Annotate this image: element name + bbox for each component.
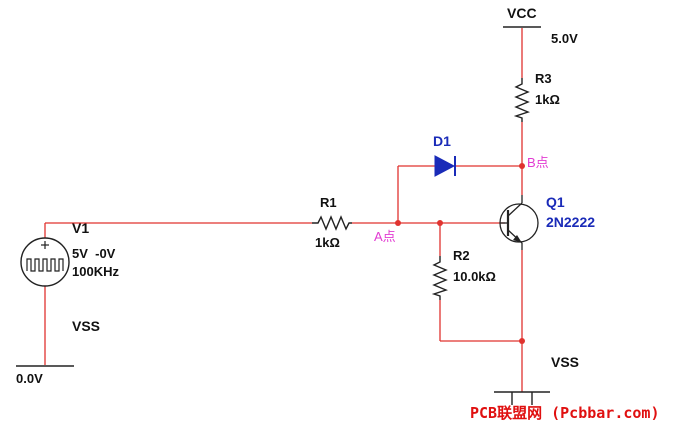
resistor-r3: R3 1kΩ <box>513 71 560 122</box>
r2-ref: R2 <box>453 248 470 263</box>
d1-ref: D1 <box>433 133 451 149</box>
node-a-label: A点 <box>374 229 396 244</box>
diode-d1: D1 <box>433 133 456 177</box>
r2-value: 10.0kΩ <box>453 269 496 284</box>
source-v1: V1 5V -0V 100KHz <box>20 220 119 287</box>
v1-frequency: 100KHz <box>72 264 119 279</box>
watermark-text: PCB联盟网 (Pcbbar.com) <box>470 404 660 422</box>
r2-zigzag <box>431 256 448 300</box>
wires <box>44 28 523 392</box>
r1-ref: R1 <box>320 195 337 210</box>
r3-value: 1kΩ <box>535 92 560 107</box>
v1-pulse-wave <box>26 258 64 272</box>
q1-model: 2N2222 <box>546 214 595 230</box>
q1-ref: Q1 <box>546 194 565 210</box>
v1-amplitude: 5V -0V <box>72 246 116 261</box>
r1-value: 1kΩ <box>315 235 340 250</box>
junctions <box>395 163 525 344</box>
vss-left-value: 0.0V <box>16 371 43 386</box>
junction-r2 <box>437 220 443 226</box>
node-b-label: B点 <box>527 155 549 170</box>
r1-zigzag <box>312 215 352 231</box>
ground-right: VSS <box>494 354 579 405</box>
resistor-r1: R1 1kΩ <box>312 195 352 250</box>
vss-left-label: VSS <box>72 318 100 334</box>
vcc-label: VCC <box>507 5 537 21</box>
junction-a <box>395 220 401 226</box>
junction-vss <box>519 338 525 344</box>
q1-collector-lead <box>507 202 523 217</box>
d1-triangle <box>434 155 456 177</box>
q1-emitter-arrow <box>513 235 522 243</box>
r3-ref: R3 <box>535 71 552 86</box>
vcc-symbol: VCC 5.0V <box>503 5 578 46</box>
v1-ref: V1 <box>72 220 89 236</box>
v1-body <box>20 237 70 287</box>
vcc-value: 5.0V <box>551 31 578 46</box>
resistor-r2: R2 10.0kΩ <box>431 248 496 300</box>
ground-left: VSS 0.0V <box>16 318 100 386</box>
transistor-q1: Q1 2N2222 <box>499 194 595 250</box>
vss-right-label: VSS <box>551 354 579 370</box>
junction-b <box>519 163 525 169</box>
r3-zigzag <box>513 78 530 122</box>
